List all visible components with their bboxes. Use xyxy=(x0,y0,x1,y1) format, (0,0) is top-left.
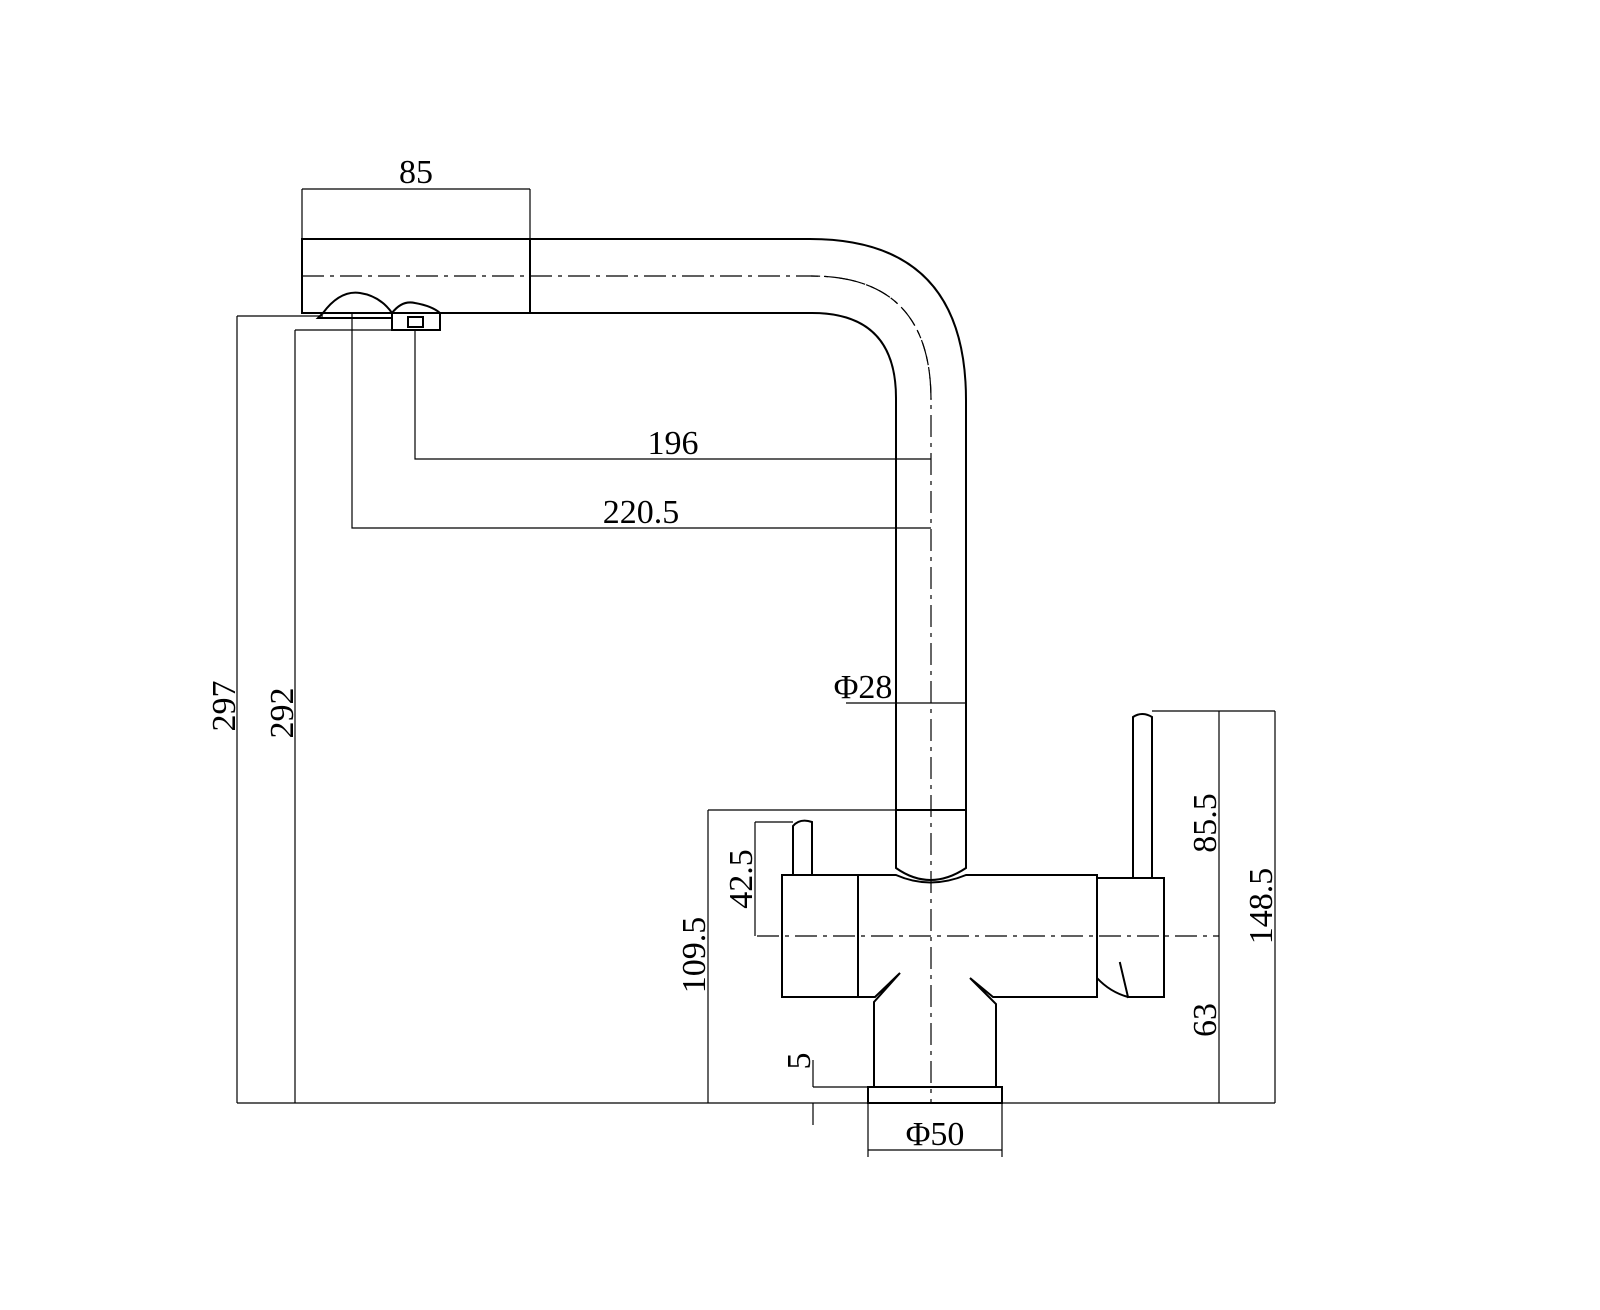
dim-label-phi28: Φ28 xyxy=(834,669,893,706)
dim-label-phi50: Φ50 xyxy=(906,1116,965,1153)
spout-tube-outer xyxy=(529,238,967,811)
outlet-nozzle-small xyxy=(391,301,441,331)
dim-label-148-5: 148.5 xyxy=(1243,868,1280,945)
dim-label-109-5: 109.5 xyxy=(676,917,713,994)
left-lever xyxy=(792,819,813,876)
outlet-nozzle-tip xyxy=(407,316,424,328)
dimension-labels: 85 196 220.5 Φ28 297 292 109.5 42.5 85.5… xyxy=(206,154,1280,1153)
right-lever xyxy=(1132,713,1153,879)
base-plate xyxy=(867,1086,1003,1104)
dim-label-196: 196 xyxy=(648,425,699,462)
right-cartridge-bevel xyxy=(1118,961,1130,999)
outlet-lip xyxy=(315,311,393,319)
dimension-lines xyxy=(236,188,1276,1157)
spout-tube-inner xyxy=(529,312,897,811)
spout-centerline xyxy=(302,275,932,1103)
dim-label-5: 5 xyxy=(781,1053,818,1070)
faucet-outline xyxy=(301,238,1165,1104)
dim-label-85: 85 xyxy=(399,154,433,191)
dim-label-42-5: 42.5 xyxy=(723,849,760,909)
central-body xyxy=(857,874,1098,1088)
dim-label-85-5: 85.5 xyxy=(1187,793,1224,853)
center-lines xyxy=(302,275,1219,1103)
dim-label-292: 292 xyxy=(264,688,301,739)
outlet-nozzle-large xyxy=(321,291,394,315)
dim-label-63: 63 xyxy=(1187,1003,1224,1037)
dim-label-220-5: 220.5 xyxy=(603,494,680,531)
dim-label-297: 297 xyxy=(206,681,243,732)
right-cartridge-body xyxy=(1096,877,1165,998)
spout-hidden-bend xyxy=(810,275,932,401)
